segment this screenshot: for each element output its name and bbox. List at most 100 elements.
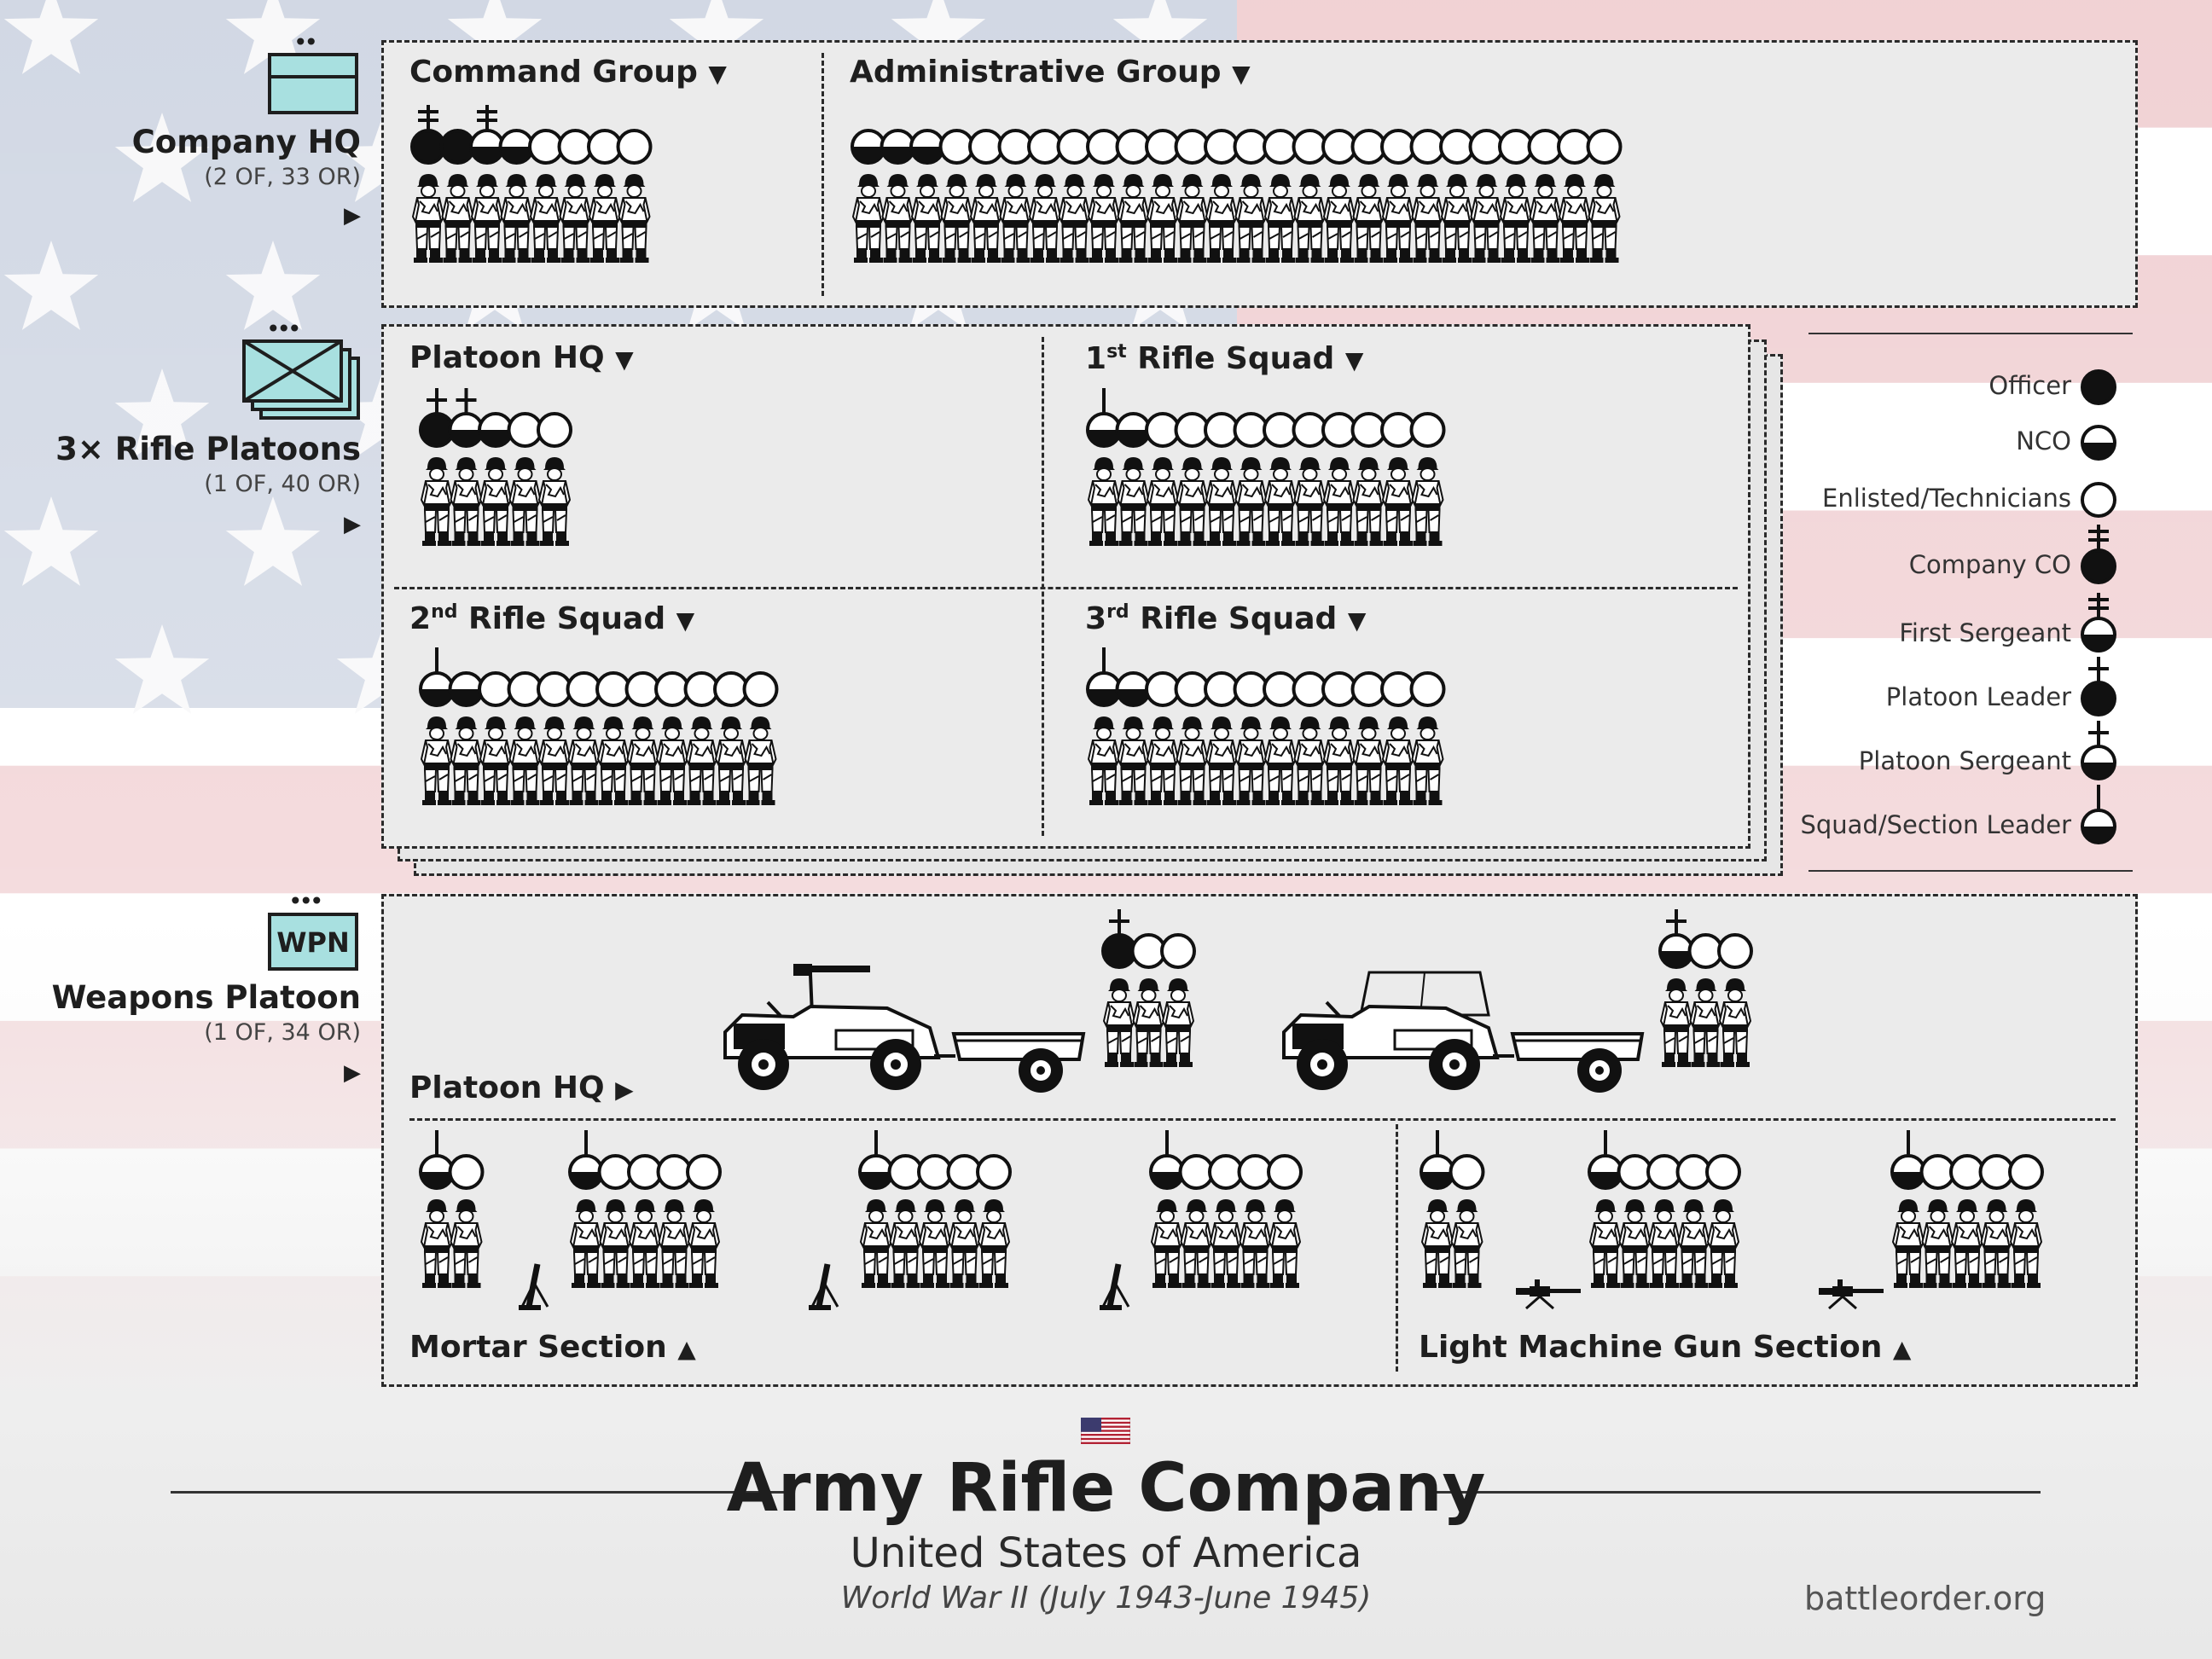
soldier-icon: [618, 174, 651, 263]
mortar-icon: [1096, 1261, 1139, 1315]
enlisted-symbol: [537, 412, 572, 448]
enlisted-symbol: [557, 129, 594, 165]
soldier-icon: [1450, 1199, 1483, 1288]
legend-label: First Sergeant: [1899, 618, 2071, 647]
soldier-icon: [1411, 457, 1444, 546]
soldier-icon: [1117, 457, 1150, 546]
soldier-icon: [1647, 1199, 1681, 1288]
soldier-icon: [1322, 457, 1356, 546]
soldier-icon: [2009, 1199, 2043, 1288]
soldier-icon: [559, 174, 592, 263]
enlisted-symbol: [597, 1154, 634, 1190]
platoon-leader-symbol: [1101, 909, 1137, 969]
enlisted-symbol: [537, 671, 572, 707]
enlisted-symbol: [1321, 412, 1357, 448]
soldier-icon: [1132, 978, 1165, 1067]
soldier-icon: [508, 457, 542, 546]
soldier-icon: [1322, 174, 1356, 263]
soldier-icon: [1263, 174, 1298, 263]
soldier-icon: [1411, 174, 1444, 263]
soldier-icon: [1176, 716, 1209, 805]
squad-leader-symbol: [1890, 1130, 1926, 1190]
machine-gun-icon: [1514, 1279, 1582, 1314]
rifle-squad-2-personnel: [418, 645, 780, 841]
soldier-icon: [567, 716, 601, 805]
soldier-icon: [1689, 978, 1722, 1067]
soldier-icon: [1234, 174, 1268, 263]
soldier-icon: [1268, 1199, 1302, 1288]
soldier-icon: [1146, 174, 1180, 263]
soldier-icon: [881, 174, 914, 263]
enlisted-symbol: [1208, 1154, 1244, 1190]
source-site[interactable]: battleorder.org: [1804, 1580, 2047, 1617]
enlisted-symbol: [1292, 412, 1328, 448]
enlisted-symbol: [887, 1154, 924, 1190]
weapons-platoon-expand-icon[interactable]: ▶: [344, 1060, 361, 1086]
mortar-icon: [805, 1261, 848, 1315]
enlisted-symbol: [566, 671, 602, 707]
enlisted-symbol: [683, 671, 720, 707]
soldier-icon: [889, 1199, 922, 1288]
enlisted-symbol: [1130, 933, 1167, 969]
soldier-icon: [479, 457, 513, 546]
weapons-echelon-dots: •••: [288, 887, 323, 915]
legend-label: NCO: [2016, 426, 2071, 455]
squad-leader-symbol: [568, 1130, 604, 1190]
soldier-icon: [411, 174, 445, 263]
platoon-hq-title: Platoon HQ ▼: [409, 340, 634, 375]
soldier-icon: [658, 1199, 691, 1288]
company-hq-expand-icon[interactable]: ▶: [344, 203, 361, 229]
platoon-leader-symbol: [2081, 657, 2116, 716]
soldier-icon: [1659, 978, 1693, 1067]
rifle-platoons-expand-icon[interactable]: ▶: [344, 512, 361, 537]
soldier-icon: [999, 174, 1032, 263]
company-echelon-dots: ••: [293, 28, 318, 56]
enlisted-symbol: [1027, 129, 1063, 165]
wpn-label: WPN: [276, 926, 350, 959]
command-group-title: Command Group ▼: [409, 55, 727, 90]
soldier-icon: [537, 457, 572, 546]
enlisted-symbol: [1380, 412, 1416, 448]
soldier-icon: [1205, 716, 1239, 805]
enlisted-symbol: [1527, 129, 1564, 165]
enlisted-symbol: [1439, 129, 1475, 165]
soldier-icon: [1150, 1199, 1184, 1288]
us-flag-icon: [1080, 1417, 1131, 1445]
squad-leader-symbol: [1086, 388, 1122, 448]
soldier-icon: [1352, 174, 1385, 263]
jeep-with-machine-gun-icon: [717, 955, 1092, 1100]
rifle-squad-3-title: 3rd Rifle Squad ▼: [1085, 601, 1367, 636]
platoon-echelon-dots: •••: [266, 315, 301, 343]
enlisted-symbol: [1145, 129, 1181, 165]
first-sergeant-symbol: [469, 105, 505, 165]
soldier-icon: [1980, 1199, 2013, 1288]
soldier-icon: [1239, 1199, 1272, 1288]
enlisted-symbol: [946, 1154, 983, 1190]
enlisted-symbol: [1409, 671, 1446, 707]
soldier-icon: [537, 716, 572, 805]
enlisted-symbol: [1204, 412, 1240, 448]
soldier-icon: [450, 457, 483, 546]
soldier-icon: [1209, 1199, 1243, 1288]
legend-top-rule: [1808, 333, 2133, 334]
soldier-icon: [1558, 174, 1592, 263]
soldier-icon: [1588, 174, 1621, 263]
soldier-icon: [420, 716, 454, 805]
soldier-icon: [1087, 174, 1121, 263]
enlisted-symbol: [1586, 129, 1623, 165]
soldier-icon: [1381, 457, 1415, 546]
time-period: World War II (July 1943-June 1945): [840, 1581, 1372, 1615]
enlisted-symbol: [1380, 129, 1416, 165]
enlisted-symbol: [1292, 671, 1328, 707]
soldier-icon: [969, 174, 1003, 263]
soldier-icon: [420, 1199, 454, 1288]
enlisted-symbol: [507, 671, 543, 707]
soldier-icon: [1921, 1199, 1954, 1288]
enlisted-symbol: [1174, 412, 1211, 448]
enlisted-symbol: [1233, 129, 1269, 165]
soldier-icon: [1293, 174, 1327, 263]
enlisted-symbol: [1204, 671, 1240, 707]
enlisted-symbol: [1321, 129, 1357, 165]
lmg-section-hq-personnel: [1419, 1128, 1486, 1324]
soldier-icon: [1146, 716, 1180, 805]
